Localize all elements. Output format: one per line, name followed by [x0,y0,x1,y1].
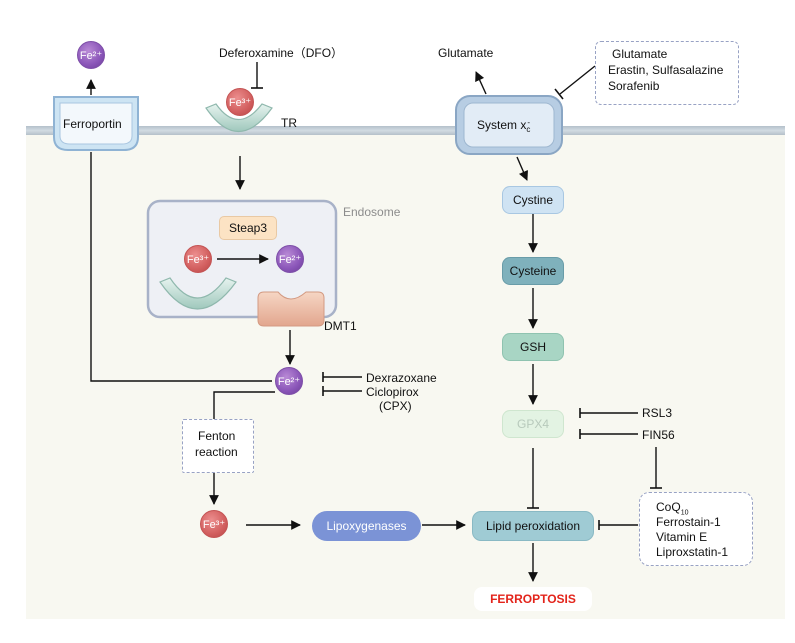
chelator-dexrazoxane: Dexrazoxane [366,371,437,385]
dmt1-label: DMT1 [324,319,357,333]
deferoxamine-label: Deferoxamine（DFO） [219,46,344,60]
dmt1-transporter [257,291,325,327]
fenton-label-line2: reaction [195,445,238,459]
antioxidant-liproxstatin: Liproxstatin-1 [656,545,729,559]
antioxidant-vitamin-e: Vitamin E [656,530,708,544]
fe2-ion-endosome: Fe²⁺ [276,245,304,273]
fe3-ion-endosome: Fe³⁺ [184,245,212,273]
gsh-box: GSH [502,333,564,361]
lipoxygenases-box: Lipoxygenases [312,511,421,541]
cell-membrane [26,126,785,135]
fe2-ion-exported: Fe²⁺ [77,41,105,69]
fe3-ion-bound-tr: Fe³⁺ [226,88,254,116]
tr-receptor-endosome [159,277,237,310]
chelator-ciclopirox: Ciclopirox [366,385,419,399]
fin56-label: FIN56 [642,428,675,442]
tr-label: TR [281,116,297,130]
lipid-peroxidation-box: Lipid peroxidation [472,511,594,541]
ferroportin-label: Ferroportin [63,117,122,131]
endosome-label: Endosome [343,205,401,219]
antioxidants-box: CoQ10 Ferrostain-1 Vitamin E Liproxstati… [639,492,753,566]
glutamate-out-label: Glutamate [438,46,494,60]
ferroptosis-outcome: FERROPTOSIS [474,587,592,611]
rsl3-label: RSL3 [642,406,673,420]
cysteine-box: Cysteine [502,257,564,285]
gpx4-box: GPX4 [502,410,564,438]
inhibitor-sorafenib: Sorafenib [608,79,660,93]
antioxidant-ferrostain: Ferrostain-1 [656,515,721,529]
fenton-reaction-box: Fenton reaction [182,419,254,473]
system-xc-inhibitors-box: Glutamate Erastin, Sulfasalazine Sorafen… [595,41,739,105]
chelator-cpx: (CPX) [379,399,412,413]
tr-receptor [205,103,273,133]
fe3-ion-fenton-product: Fe³⁺ [200,510,228,538]
steap3-box: Steap3 [219,216,277,240]
inhibitor-erastin-sulfasalazine: Erastin, Sulfasalazine [608,63,724,77]
fe2-ion-labile-pool: Fe²⁺ [275,367,303,395]
antioxidant-coq10: CoQ10 [656,500,689,517]
system-xc-label: System x-c [477,118,531,134]
inhibitor-glutamate: Glutamate [612,47,668,61]
cystine-box: Cystine [502,186,564,214]
fenton-label-line1: Fenton [198,429,236,443]
